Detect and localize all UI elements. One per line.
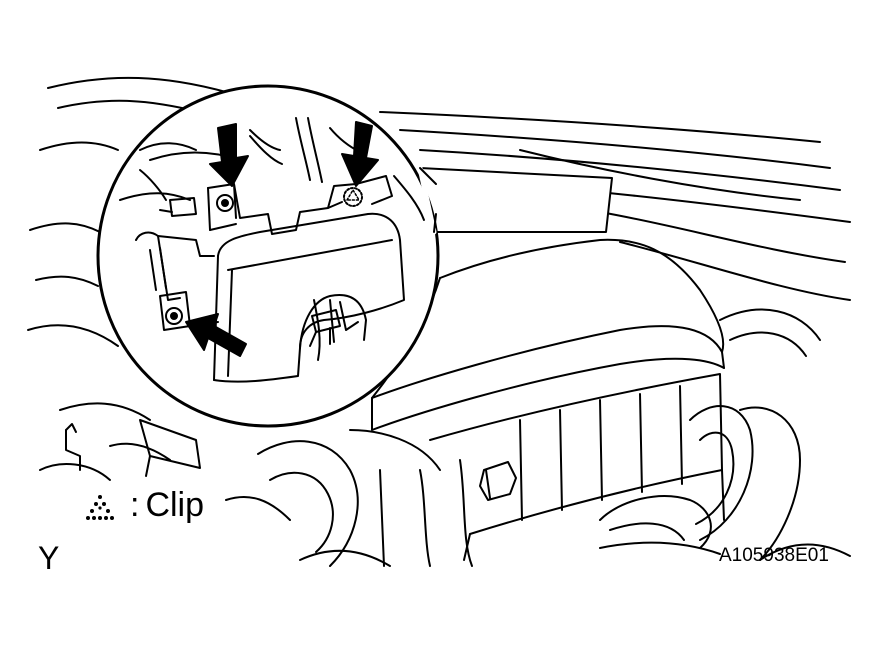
- view-letter: Y: [38, 540, 60, 576]
- figure-id: A105938E01: [719, 545, 829, 566]
- clip-marker: [344, 188, 362, 206]
- callout-leader: [420, 168, 612, 232]
- clip-legend: : Clip: [84, 486, 204, 525]
- detail-magnifier: [98, 86, 438, 426]
- arrow-upper-left: [210, 124, 248, 186]
- arrow-upper-right: [342, 122, 378, 186]
- legend-label: Clip: [145, 486, 205, 524]
- dotted-triangle-icon: [86, 495, 114, 520]
- arrow-lower: [186, 314, 246, 356]
- legend-colon: :: [130, 486, 140, 524]
- engine-bay-background: [28, 78, 850, 566]
